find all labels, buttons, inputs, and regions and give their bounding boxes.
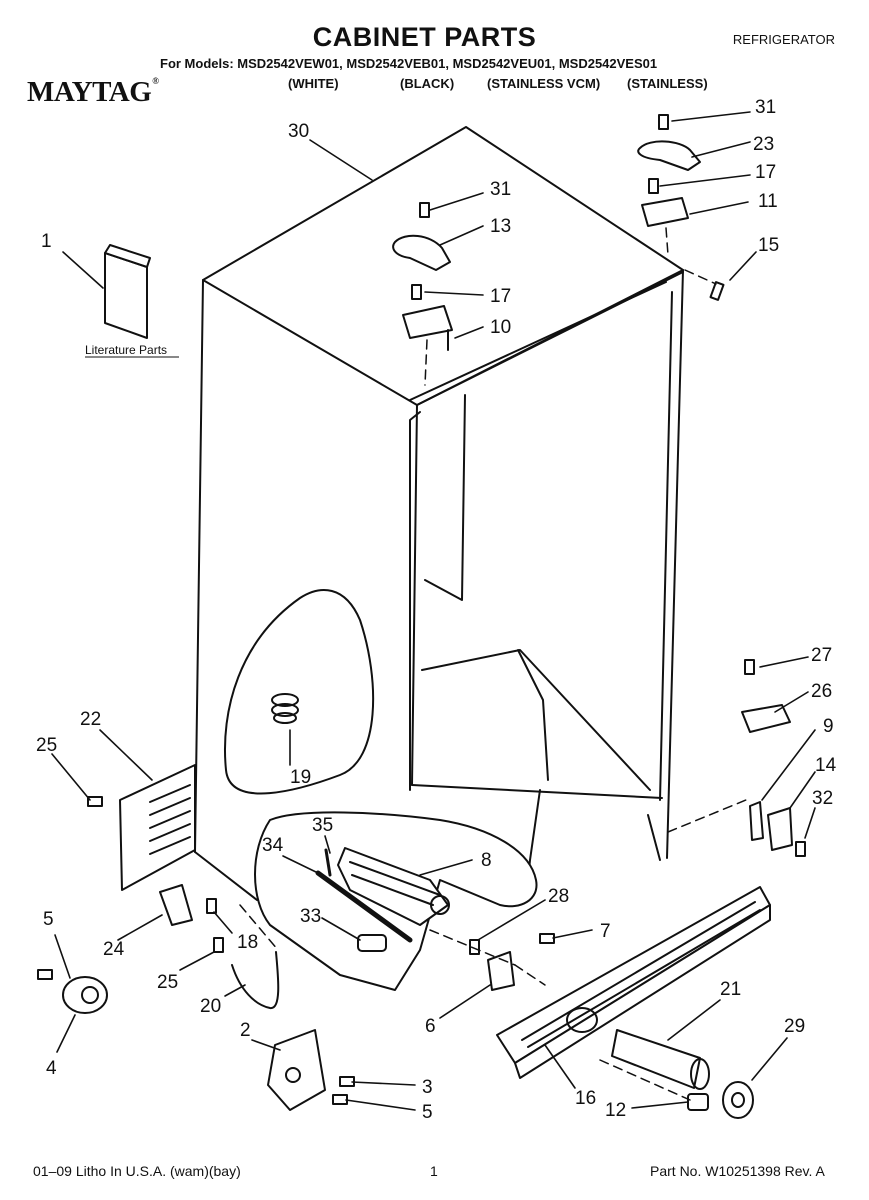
callout-22: 22	[80, 709, 101, 730]
callout-24: 24	[103, 939, 125, 960]
leader-lines	[51, 111, 816, 1111]
finish-white: (WHITE)	[288, 76, 339, 91]
page-title: CABINET PARTS	[312, 22, 537, 52]
brand-name: MAYTAG	[27, 76, 152, 108]
part-33-clip	[357, 934, 387, 952]
part-26-lower-hinge-cover	[741, 704, 791, 733]
callout-2: 2	[240, 1020, 251, 1041]
part-24-bracket	[159, 884, 193, 926]
appliance-category: REFRIGERATOR	[732, 32, 835, 47]
callout-17a: 17	[755, 162, 776, 183]
callout-15: 15	[758, 235, 779, 256]
callout-10: 10	[490, 317, 511, 338]
callout-31a: 31	[755, 97, 776, 118]
callout-25b: 25	[157, 972, 178, 993]
part-16-toe-grille	[496, 886, 771, 1079]
callout-27: 27	[811, 645, 832, 666]
cutaway-bubble	[224, 589, 375, 795]
part-12-bypass-plug	[687, 1093, 709, 1111]
brand-logo: MAYTAG®	[27, 76, 159, 109]
finish-black: (BLACK)	[400, 76, 455, 91]
part-10-top-hinge	[402, 305, 453, 339]
part-9-bracket	[749, 801, 764, 841]
finish-stainless-vcm: (STAINLESS VCM)	[487, 76, 601, 91]
callout-5a: 5	[43, 909, 54, 930]
callout-19: 19	[290, 767, 311, 788]
callout-31b: 31	[490, 179, 511, 200]
callout-16: 16	[575, 1088, 596, 1109]
part-35-screw	[324, 848, 332, 877]
callout-3: 3	[422, 1077, 433, 1098]
callout-7: 7	[600, 921, 611, 942]
part-6-bracket	[487, 951, 515, 991]
brand-registered-mark: ®	[152, 76, 159, 86]
assembly-lines	[239, 227, 747, 1101]
callout-20: 20	[200, 996, 221, 1017]
part-11-top-hinge	[641, 197, 689, 227]
part-13-hinge-cover	[392, 234, 451, 271]
callout-4: 4	[46, 1058, 57, 1079]
callout-9: 9	[823, 716, 834, 737]
footer-page-number: 1	[430, 1163, 438, 1179]
callout-6: 6	[425, 1016, 436, 1037]
part-22-vent-grille	[119, 764, 196, 891]
footer-part-number: Part No. W10251398 Rev. A	[650, 1163, 825, 1179]
callout-numbers: 1 2 3 4 5 5 6 7 8 9 10 11 12 13 14 15 16…	[36, 97, 837, 1123]
callout-29: 29	[784, 1016, 805, 1037]
part-2-hinge-bracket	[267, 1029, 326, 1111]
part-15-pin	[709, 281, 725, 301]
callout-18: 18	[237, 932, 258, 953]
callout-5b: 5	[422, 1102, 433, 1123]
callout-23: 23	[753, 134, 774, 155]
footer-print-info: 01–09 Litho In U.S.A. (wam)(bay)	[33, 1163, 241, 1179]
callout-13: 13	[490, 216, 511, 237]
callout-28: 28	[548, 886, 569, 907]
part-21-filter-housing	[611, 1029, 710, 1090]
callout-33: 33	[300, 906, 321, 927]
screws	[37, 114, 806, 1105]
part-19-grommet	[271, 693, 299, 724]
callout-11: 11	[758, 191, 778, 212]
callout-25a: 25	[36, 735, 57, 756]
part-4-leveling-leg	[62, 976, 108, 1014]
part-20-water-line	[231, 951, 280, 1009]
callout-8: 8	[481, 850, 492, 871]
callout-34: 34	[262, 835, 284, 856]
finish-stainless: (STAINLESS)	[627, 76, 708, 91]
callout-32: 32	[812, 788, 833, 809]
part-8-heater-assembly	[337, 847, 450, 926]
part-34-rod	[315, 870, 413, 943]
callout-30: 30	[288, 121, 309, 142]
callout-21: 21	[720, 979, 741, 1000]
part-14-bracket	[767, 807, 793, 851]
callout-14: 14	[815, 755, 837, 776]
callout-35: 35	[312, 815, 333, 836]
callout-1: 1	[41, 231, 52, 252]
callout-26: 26	[811, 681, 832, 702]
part-23-hinge-cover	[637, 140, 701, 171]
literature-parts-label: Literature Parts	[85, 343, 167, 357]
callout-12: 12	[605, 1100, 626, 1121]
part-1-literature	[104, 244, 151, 339]
part-29-filter-cap	[722, 1081, 754, 1119]
callout-17b: 17	[490, 286, 511, 307]
model-list: For Models: MSD2542VEW01, MSD2542VEB01, …	[160, 56, 658, 71]
